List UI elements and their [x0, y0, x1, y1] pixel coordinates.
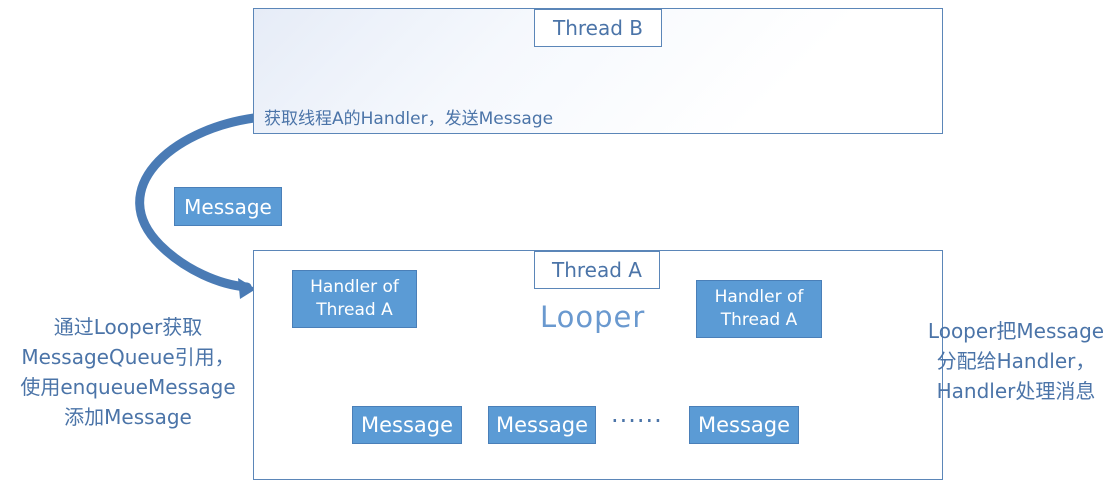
dispatch-note-line-2: 分配给Handler， [936, 349, 1096, 373]
queue-ellipsis: ······ [611, 407, 663, 435]
floating-message-box: Message [174, 187, 282, 226]
enqueue-note: 通过Looper获取 MessageQueue引用， 使用enqueueMess… [8, 312, 248, 432]
thread-a-title: Thread A [534, 251, 660, 289]
dispatch-note-line-3: Handler处理消息 [936, 379, 1096, 403]
dispatch-note: Looper把Message 分配给Handler， Handler处理消息 [920, 316, 1112, 406]
enqueue-note-line-2: MessageQueue引用， [21, 345, 235, 369]
send-arrow [135, 113, 259, 292]
handler-left-box: Handler of Thread A [292, 270, 417, 328]
handler-right-box: Handler of Thread A [696, 280, 822, 338]
thread-b-title: Thread B [534, 9, 662, 47]
looper-label: Looper [540, 300, 646, 334]
enqueue-note-line-1: 通过Looper获取 [53, 315, 203, 339]
queue-message-1: Message [352, 406, 462, 444]
enqueue-note-line-3: 使用enqueueMessage [20, 375, 236, 399]
thread-b-caption: 获取线程A的Handler，发送Message [264, 109, 554, 129]
dispatch-note-line-1: Looper把Message [927, 319, 1105, 343]
send-arrow-head [238, 278, 256, 299]
queue-message-3: Message [689, 406, 799, 444]
enqueue-note-line-4: 添加Message [64, 405, 192, 429]
queue-message-2: Message [488, 406, 596, 444]
